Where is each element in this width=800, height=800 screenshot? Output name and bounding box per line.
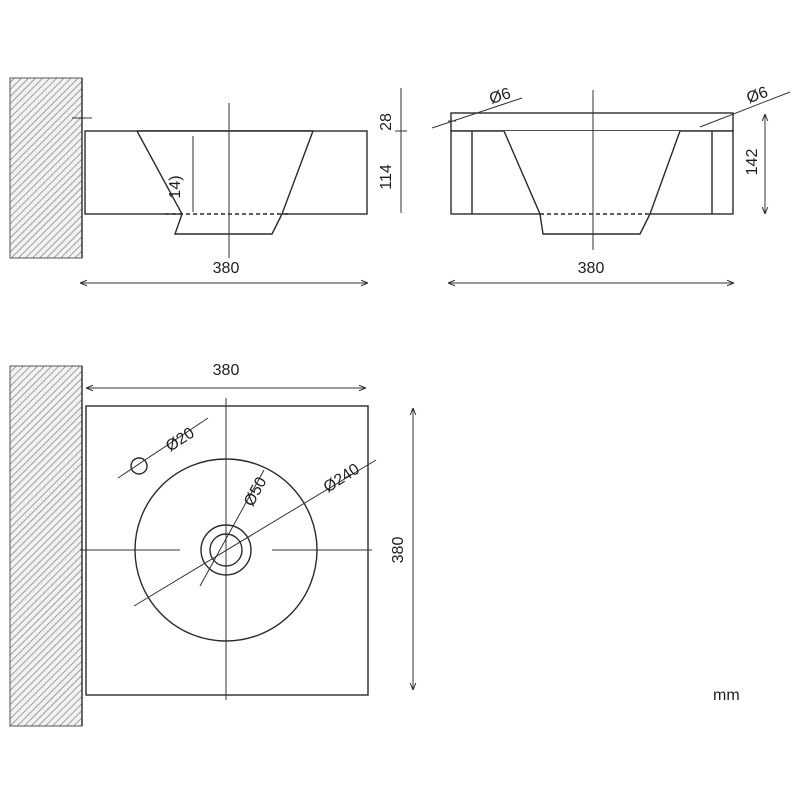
height-top-label: 28 <box>378 113 395 131</box>
top-view: Ø20 Ø50 Ø240 380 380 <box>9 362 413 727</box>
side-view: 14) 28 114 380 <box>9 77 407 283</box>
leader-bowl <box>133 459 377 607</box>
leader-drain <box>199 469 265 587</box>
dia-left-label: Ø6 <box>487 85 513 108</box>
front-view: Ø6 Ø6 142 380 <box>431 84 791 283</box>
tap-hole <box>130 457 148 475</box>
leader-tap-hole <box>117 417 209 479</box>
dia-right-label: Ø6 <box>744 84 770 107</box>
bowl-profile-front <box>503 130 681 235</box>
depth-label-top: 380 <box>390 537 407 564</box>
leader-dia-right <box>699 91 791 128</box>
bowl-profile-side <box>136 130 314 235</box>
unit-label: mm <box>713 687 740 704</box>
leader-dia-left <box>431 97 523 129</box>
wall-hatch-bottom <box>9 365 83 727</box>
width-label-side: 380 <box>213 260 240 277</box>
height-body-label: 114 <box>378 164 395 190</box>
width-label-front: 380 <box>578 260 605 277</box>
bowl-depth-label: 14) <box>167 175 184 198</box>
width-label-top: 380 <box>213 362 240 379</box>
wall-hatch-top <box>9 77 83 259</box>
basin-rim-front <box>450 112 734 132</box>
height-front-label: 142 <box>744 149 761 176</box>
